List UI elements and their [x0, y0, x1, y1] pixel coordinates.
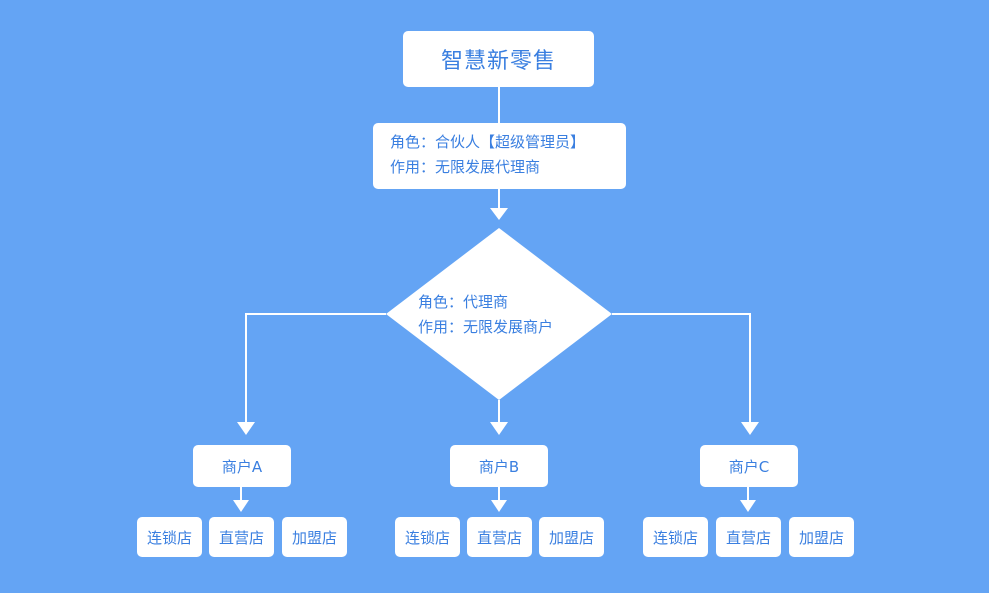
merchant-a-store-franchise: 加盟店	[282, 517, 347, 557]
store-label: 直营店	[725, 528, 771, 547]
merchant-b-label: 商户B	[478, 457, 520, 476]
agent-duty-text: 作用：无限发展商户	[418, 318, 554, 336]
merchant-c-store-direct: 直营店	[716, 517, 781, 557]
title-text: 智慧新零售	[440, 49, 556, 74]
arrow-to-stores-b	[491, 500, 507, 512]
arrow-to-stores-a	[233, 500, 249, 512]
arrow-to-merchant-a	[237, 422, 255, 435]
agent-diamond-text: 角色：代理商 作用：无限发展商户	[418, 290, 588, 340]
partner-duty-text: 作用：无限发展代理商	[390, 158, 541, 176]
line-agent-to-merchant-a	[245, 313, 386, 422]
merchant-c-store-franchise: 加盟店	[789, 517, 854, 557]
store-label: 加盟店	[291, 528, 337, 547]
partner-role-text: 角色：合伙人【超级管理员】	[390, 133, 586, 151]
arrow-to-stores-c	[740, 500, 756, 512]
agent-role-text: 角色：代理商	[418, 293, 509, 311]
arrow-to-merchant-b	[490, 422, 508, 435]
merchant-a-label: 商户A	[221, 457, 263, 476]
store-label: 加盟店	[798, 528, 844, 547]
merchant-b-box: 商户B	[450, 445, 548, 487]
merchant-b-store-chain: 连锁店	[395, 517, 460, 557]
merchant-b-store-franchise: 加盟店	[539, 517, 604, 557]
store-label: 连锁店	[404, 528, 450, 547]
merchant-a-box: 商户A	[193, 445, 291, 487]
title-box: 智慧新零售	[403, 31, 594, 87]
merchant-a-store-direct: 直营店	[209, 517, 274, 557]
merchant-c-store-chain: 连锁店	[643, 517, 708, 557]
agent-diamond	[386, 228, 612, 400]
merchant-c-label: 商户C	[728, 457, 770, 476]
arrow-to-merchant-c	[741, 422, 759, 435]
merchant-b-store-direct: 直营店	[467, 517, 532, 557]
store-label: 直营店	[476, 528, 522, 547]
store-label: 加盟店	[548, 528, 594, 547]
merchant-c-box: 商户C	[700, 445, 798, 487]
arrow-to-agent	[490, 208, 508, 220]
store-label: 连锁店	[652, 528, 698, 547]
store-label: 连锁店	[146, 528, 192, 547]
line-agent-to-merchant-c	[612, 313, 751, 422]
partner-box: 角色：合伙人【超级管理员】 作用：无限发展代理商	[373, 123, 626, 189]
merchant-a-store-chain: 连锁店	[137, 517, 202, 557]
store-label: 直营店	[218, 528, 264, 547]
